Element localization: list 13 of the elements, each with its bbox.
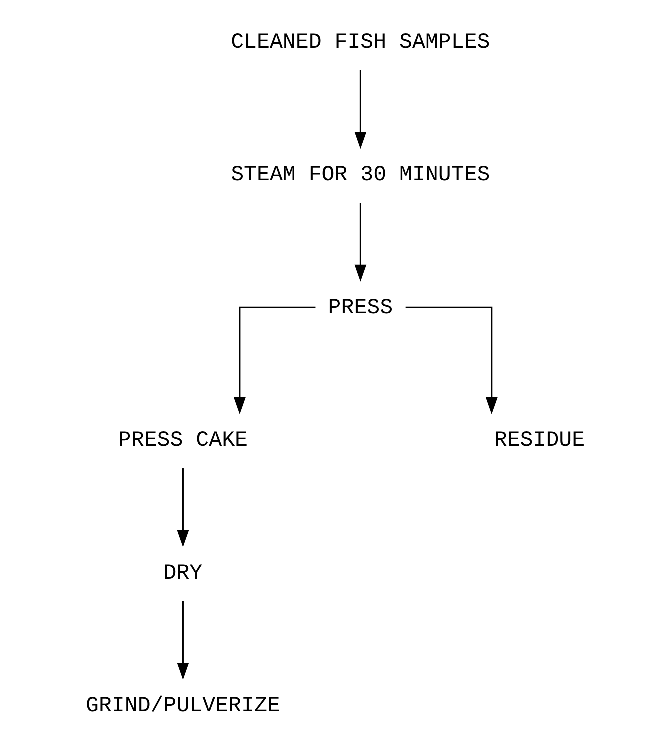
- node-text: CLEANED FISH SAMPLES: [230, 30, 490, 55]
- arrow: [176, 468, 189, 548]
- arrow: [354, 70, 366, 150]
- arrow: [176, 601, 189, 680]
- arrow: [354, 203, 366, 282]
- node-text: RESIDUE: [494, 429, 585, 454]
- node-text: GRIND/PULVERIZE: [86, 694, 280, 719]
- node-text: STEAM FOR 30 MINUTES: [230, 164, 490, 188]
- arrow: [233, 306, 316, 415]
- node-text: DRY: [163, 562, 202, 586]
- node-text: PRESS: [328, 296, 393, 320]
- arrow: [405, 306, 498, 415]
- node-text: PRESS CAKE: [118, 429, 248, 454]
